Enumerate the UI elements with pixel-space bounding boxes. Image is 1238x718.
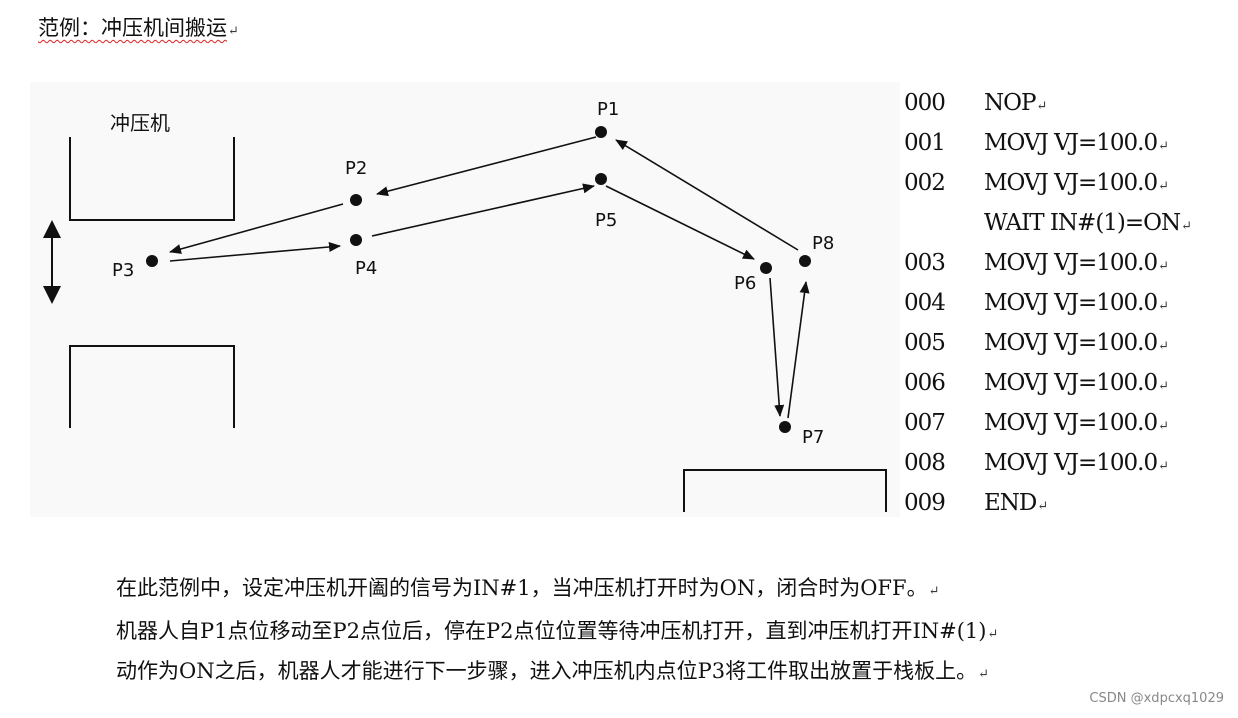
lower-press: [69, 345, 235, 428]
page-title: 范例：冲压机间搬运↵: [38, 16, 239, 40]
motion-path: [169, 136, 810, 419]
press-label: 冲压机: [110, 111, 170, 135]
label-p3: P3: [112, 260, 134, 281]
diagram-canvas: 冲压机: [43, 99, 887, 512]
point-p4: [350, 234, 362, 246]
description-line-3: 动作为ON之后，机器人才能进行下一步骤，进入冲压机内点位P3将工件取出放置于栈板…: [116, 659, 989, 683]
watermark: CSDN @xdpcxq1029: [1089, 691, 1224, 706]
label-p5: P5: [595, 210, 617, 231]
path-p7-p8: [787, 281, 810, 419]
point-p2: [350, 194, 362, 206]
label-p7: P7: [802, 427, 824, 448]
path-p1-p2: [376, 136, 597, 197]
press-transfer-diagram: 冲压机: [30, 82, 900, 517]
path-p8-p1: [615, 139, 799, 251]
point-p6: [760, 262, 772, 274]
path-p2-p3: [169, 203, 344, 254]
path-p4-p5: [371, 183, 595, 237]
press-motion-double-arrow: [43, 220, 61, 304]
label-p4: P4: [355, 258, 377, 279]
point-p8: [799, 255, 811, 267]
upper-press: [69, 137, 235, 221]
path-p6-p7: [769, 277, 785, 417]
path-points: [146, 126, 811, 433]
point-p3: [146, 255, 158, 267]
path-p5-p6: [605, 185, 755, 260]
label-p1: P1: [597, 99, 619, 120]
description-line-2: 机器人自P1点位移动至P2点位后，停在P2点位位置等待冲压机打开，直到冲压机打开…: [116, 619, 999, 643]
label-p2: P2: [345, 158, 367, 179]
point-p5: [595, 173, 607, 185]
point-p1: [595, 126, 607, 138]
label-p8: P8: [812, 233, 834, 254]
path-p3-p4: [169, 241, 341, 262]
description-line-1: 在此范例中，设定冲压机开阖的信号为IN#1，当冲压机打开时为ON，闭合时为OFF…: [116, 576, 940, 600]
label-p6: P6: [734, 273, 756, 294]
pallet: [683, 469, 887, 512]
point-p7: [779, 421, 791, 433]
